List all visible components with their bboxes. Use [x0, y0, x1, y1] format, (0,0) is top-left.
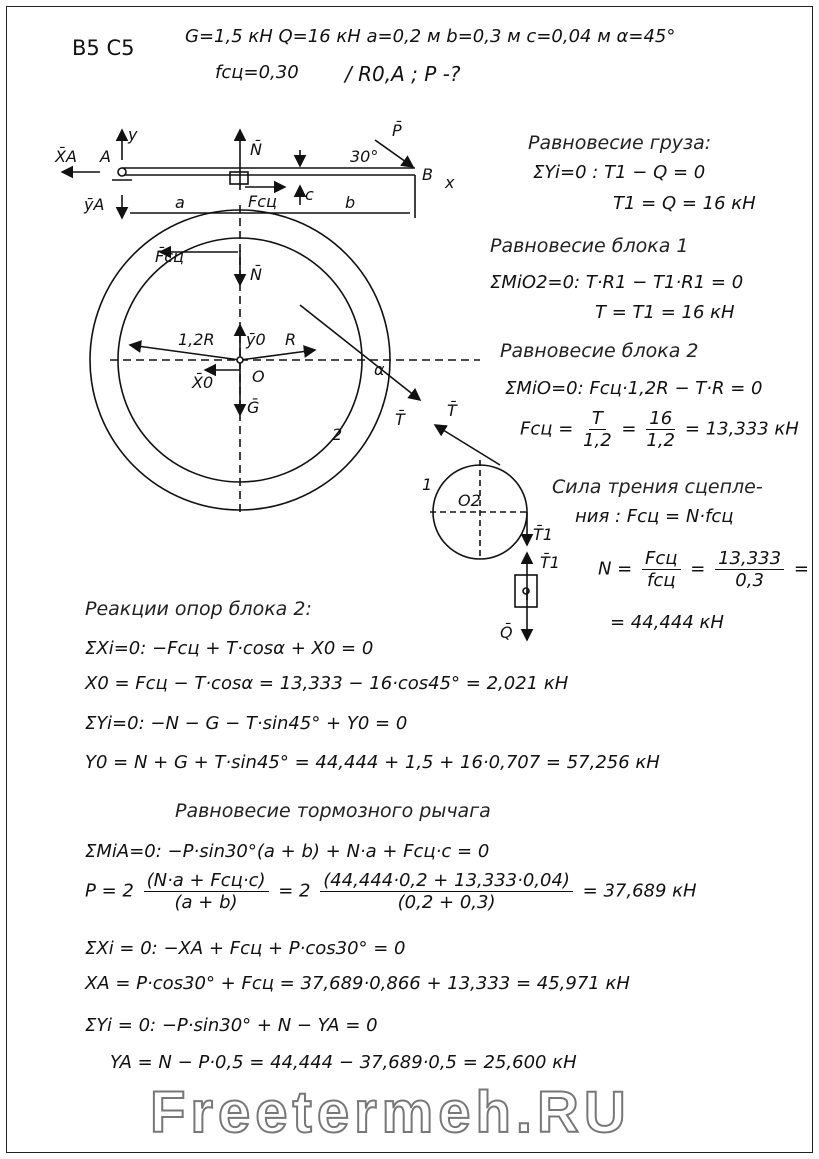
label-y0: ȳ0: [245, 330, 266, 349]
equation: ΣXi=0: −Fсц + T·cosα + X0 = 0: [85, 638, 374, 659]
label-b-dim: b: [345, 193, 355, 212]
numerator: (44,444·0,2 + 13,333·0,04): [320, 870, 573, 892]
heading-block2-equilibrium: Равновесие блока 2: [500, 340, 699, 362]
equation: YA = N − P·0,5 = 44,444 − 37,689·0,5 = 2…: [110, 1052, 577, 1073]
label-y-axis: y: [127, 125, 138, 144]
equation: T1 = Q = 16 кН: [613, 193, 756, 214]
text: =: [690, 558, 706, 580]
page-border: [6, 6, 813, 1153]
label-t: T̄: [395, 410, 406, 429]
equation: ΣYi=0: −N − G − T·sin45° + Y0 = 0: [85, 713, 408, 734]
denominator: 1,2: [583, 430, 612, 451]
equation-p: P = 2 (N·a + Fсц·c)(a + b) = 2 (44,444·0…: [85, 870, 697, 913]
brake-shoe: [229, 171, 249, 185]
denominator: 1,2: [646, 430, 676, 451]
label-pulley-2: 2: [332, 425, 342, 444]
denominator: fсц: [647, 570, 676, 591]
equation: = 44,444 кН: [610, 612, 724, 633]
unknowns: / R0,A ; P -?: [345, 62, 461, 86]
text: =: [793, 558, 809, 580]
equation: ΣMiO2=0: T·R1 − T1·R1 = 0: [490, 272, 744, 293]
label-n-pulley: N̄: [250, 265, 262, 284]
label-x0: X̄0: [191, 373, 213, 392]
label-t1-weight: T̄1: [540, 553, 560, 572]
label-1-2r: 1,2R: [178, 330, 215, 349]
text: P = 2: [85, 880, 134, 902]
denominator: (0,2 + 0,3): [397, 892, 496, 913]
label-alpha: α: [374, 360, 385, 379]
label-30deg: 30°: [350, 147, 378, 166]
equation: ΣXi = 0: −XA + Fсц + P·cos30° = 0: [85, 938, 406, 959]
text: = 13,333 кН: [684, 418, 799, 440]
denominator: (a + b): [174, 892, 238, 913]
label-xa: X̄A: [54, 147, 77, 166]
label-c-dim: c: [305, 185, 314, 204]
equation: X0 = Fсц − T·cosα = 13,333 − 16·cos45° =…: [85, 673, 569, 694]
numerator: (N·a + Fсц·c): [143, 870, 269, 892]
weight-block: [514, 574, 538, 608]
label-r: R: [285, 330, 296, 349]
heading-support-reactions: Реакции опор блока 2:: [85, 598, 312, 620]
equation: ΣMiO=0: Fсц·1,2R − T·R = 0: [505, 378, 763, 399]
label-b-point: B: [422, 165, 433, 184]
label-n: N̄: [250, 140, 262, 159]
label-g: Ḡ: [247, 398, 259, 417]
denominator: 0,3: [735, 570, 764, 591]
text: = 2: [278, 880, 311, 902]
equation: ΣMiA=0: −P·sin30°(a + b) + N·a + Fсц·c =…: [85, 841, 490, 862]
label-q: Q̄: [500, 623, 513, 642]
label-p: P̄: [392, 121, 402, 140]
text: Fсц =: [520, 418, 574, 440]
equation: XA = P·cos30° + Fсц = 37,689·0,866 + 13,…: [85, 973, 630, 994]
text: = 37,689 кН: [582, 880, 697, 902]
heading-friction: Сила трения сцепле-: [552, 476, 763, 498]
label-ya: ȳA: [83, 195, 104, 214]
numerator: 16: [646, 408, 676, 430]
label-t-2: T̄: [447, 401, 458, 420]
heading-lever-equilibrium: Равновесие тормозного рычага: [175, 800, 491, 822]
label-o: O: [252, 367, 265, 386]
given-values: G=1,5 кН Q=16 кН a=0,2 м b=0,3 м c=0,04 …: [185, 26, 676, 47]
text: =: [621, 418, 637, 440]
label-x-axis: x: [444, 173, 455, 192]
variant-label: B5 C5: [72, 36, 135, 60]
heading-block1-equilibrium: Равновесие блока 1: [490, 235, 689, 257]
numerator: Fсц: [642, 548, 681, 570]
equation: ΣYi = 0: −P·sin30° + N − YA = 0: [85, 1015, 378, 1036]
fraction: (44,444·0,2 + 13,333·0,04)(0,2 + 0,3): [320, 870, 573, 913]
numerator: T: [588, 408, 606, 430]
label-o2: O2: [458, 491, 481, 510]
numerator: 13,333: [715, 548, 785, 570]
heading-load-equilibrium: Равновесие груза:: [528, 132, 712, 154]
label-pulley-1: 1: [422, 475, 432, 494]
label-a-dim: a: [175, 193, 185, 212]
label-fsc-pulley: F̄сц: [155, 247, 184, 266]
equation: ΣYi=0 : T1 − Q = 0: [533, 162, 706, 183]
label-a-point: A: [99, 147, 111, 166]
text: N =: [598, 558, 633, 580]
equation: ния : Fсц = N·fсц: [575, 506, 734, 527]
watermark: Freetermeh.RU: [149, 1080, 631, 1145]
label-fsc: Fсц: [248, 192, 277, 211]
friction-coefficient: fсц=0,30: [215, 62, 299, 83]
fraction: (N·a + Fсц·c)(a + b): [143, 870, 269, 913]
equation: Y0 = N + G + T·sin45° = 44,444 + 1,5 + 1…: [85, 752, 660, 773]
label-t1: T̄1: [533, 525, 553, 544]
equation: T = T1 = 16 кН: [595, 302, 735, 323]
